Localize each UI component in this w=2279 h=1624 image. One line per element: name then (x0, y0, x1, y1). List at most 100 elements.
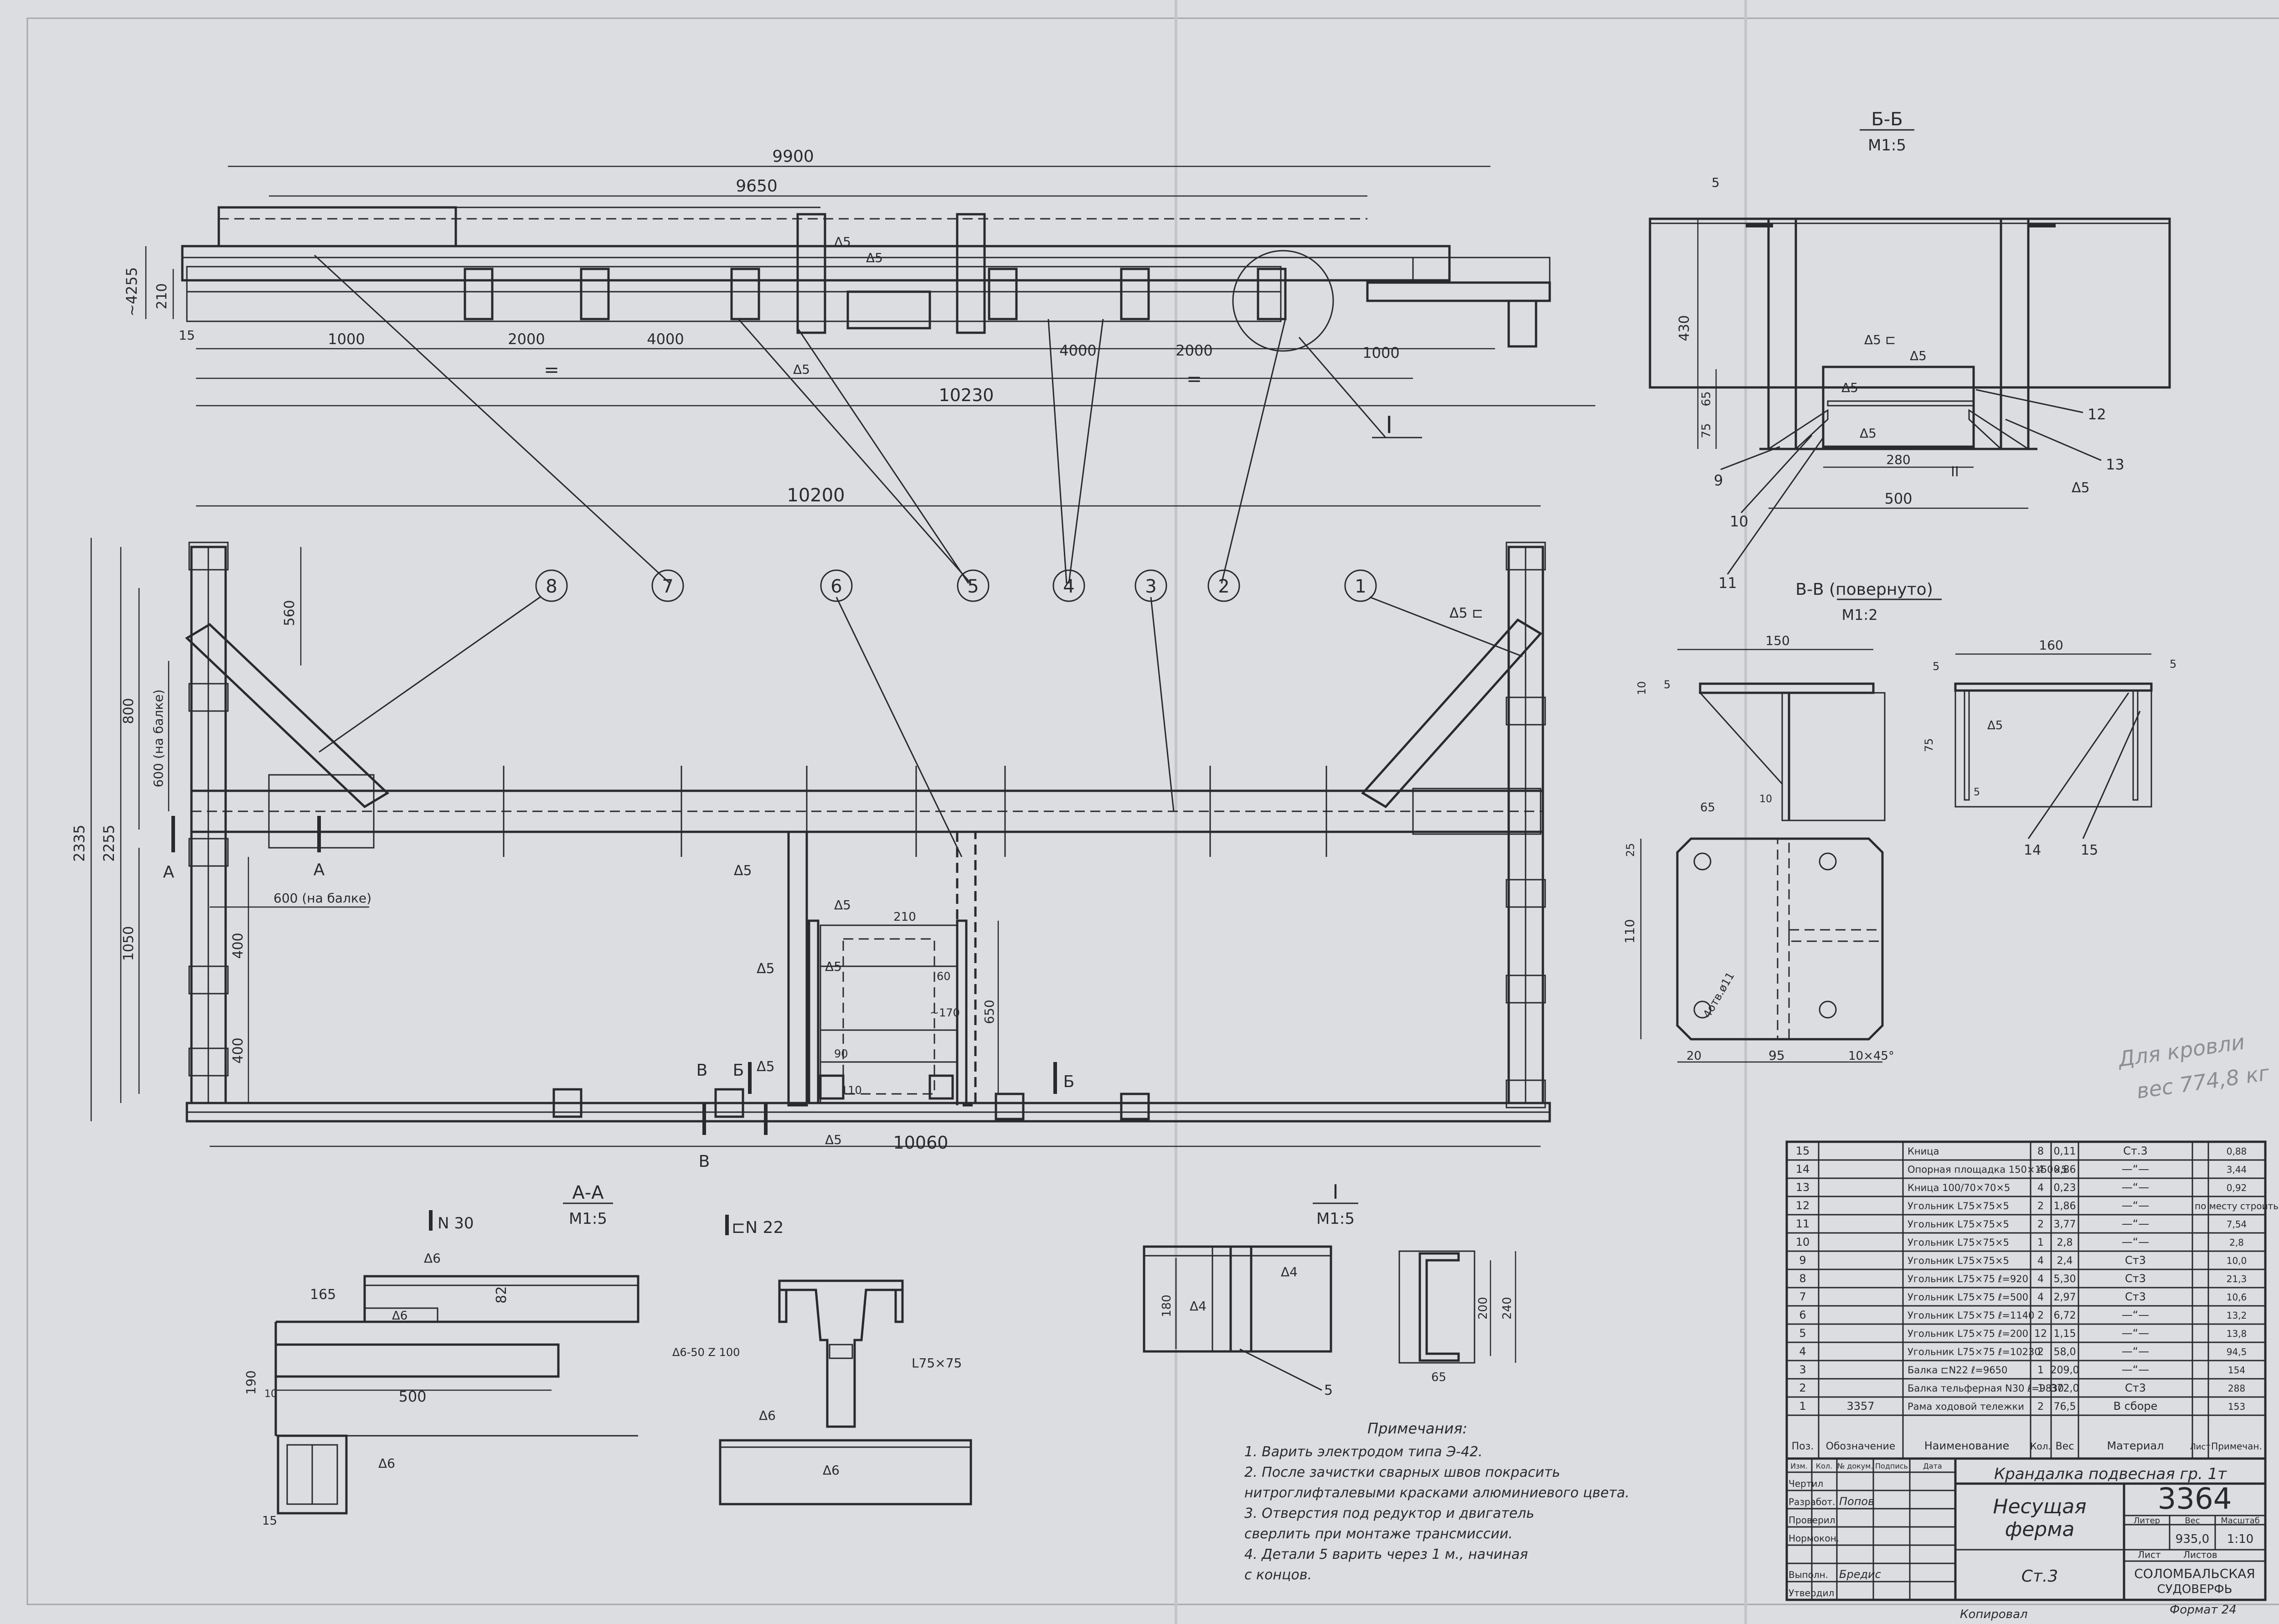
tb-copied: Копировал (1960, 1608, 2028, 1621)
det-weld-1: Δ4 (1281, 1264, 1298, 1279)
aa-dim-500: 500 (398, 1388, 426, 1405)
vv-dim-150: 150 (1765, 633, 1789, 648)
bom-cell-pos: 2 (1799, 1382, 1806, 1394)
bom-cell-des: 3357 (1846, 1400, 1874, 1413)
bom-cell-qty: 4 (2037, 1164, 2044, 1175)
tb-drawing-no: 3364 (2158, 1482, 2232, 1516)
vv-dim-10: 10 (1635, 681, 1648, 695)
elev-dim-400a: 400 (230, 933, 246, 959)
bom-cell-wt: 6,72 (2054, 1310, 2076, 1321)
bom-cell-pos: 9 (1799, 1254, 1806, 1267)
plan-dim-210: 210 (154, 283, 170, 309)
n22-weld-2: Δ6 (823, 1463, 840, 1478)
det-dim-65: 65 (1431, 1371, 1446, 1384)
balloon-6: 6 (830, 576, 842, 597)
bom-cell-pos: 1 (1799, 1400, 1806, 1413)
bb-leader-10: 10 (1730, 513, 1748, 530)
bom-cell-wt: 2,4 (2057, 1255, 2073, 1267)
vv-dim-110: 110 (1622, 919, 1637, 943)
plan-dim-4255: ~4255 (123, 267, 140, 316)
bom-cell-qty: 12 (2034, 1328, 2047, 1340)
note-2b: нитроглифталевыми красками алюминиевого … (1244, 1485, 1629, 1501)
vv-dim-160: 160 (2039, 638, 2063, 653)
tb-scale: 1:10 (2227, 1532, 2253, 1546)
elev-dim-60: 60 (937, 970, 951, 983)
balloon-7: 7 (662, 576, 673, 597)
bom-cell-mat: —“— (2122, 1217, 2149, 1230)
elev-dim-10060: 10060 (893, 1133, 949, 1153)
bb-weld-5: Δ5 (2072, 480, 2090, 496)
bom-cell-pos: 12 (1796, 1199, 1810, 1212)
plan-dim-15: 15 (179, 328, 195, 343)
balloon-5: 5 (967, 576, 979, 597)
tb-hdr-scale: Масштаб (2221, 1516, 2260, 1526)
note-2: 2. После зачистки сварных швов покрасить (1244, 1464, 1560, 1480)
bom-cell-name: Угольник L75×75×5 (1908, 1201, 2009, 1212)
bom-cell-mat: —“— (2122, 1345, 2149, 1358)
handwritten-line-2: вес 774,8 кг (2135, 1060, 2271, 1103)
elev-dim-600a: 600 (на балке) (151, 689, 166, 787)
tb-org-2: СУДОВЕРФЬ (2157, 1583, 2233, 1596)
bom-cell-wt: 5,30 (2054, 1273, 2076, 1285)
bom-cell-mat: —“— (2122, 1181, 2149, 1194)
elev-dim-400b: 400 (230, 1037, 246, 1063)
bom-cell-wt: 58,0 (2054, 1346, 2076, 1358)
plan-dim-2000b: 2000 (1176, 342, 1212, 359)
balloon-2: 2 (1218, 576, 1229, 597)
section-n22: ⊏N 22 Δ6-50 Z 100 L75×75 Δ6 Δ6 (672, 1215, 972, 1505)
bom-cell-qty: 4 (2037, 1182, 2044, 1194)
vv-dim-20: 20 (1686, 1049, 1702, 1063)
bb-leader-13: 13 (2106, 456, 2124, 473)
handwritten-note: Для кровли вес 774,8 кг (2116, 1030, 2271, 1103)
aa-title: А-А (572, 1182, 604, 1203)
bom-cell-pos: 14 (1796, 1163, 1810, 1175)
bom-hdr-des: Обозначение (1826, 1441, 1896, 1452)
bom-cell-mat: —“— (2122, 1163, 2149, 1175)
bom-cell-note: 153 (2228, 1401, 2245, 1412)
handwritten-line-1: Для кровли (2116, 1030, 2246, 1072)
bom-hdr-sheet: Лист (2190, 1442, 2211, 1452)
vv-dim-10b: 10 (1759, 794, 1772, 805)
plan-detail-mark: I (1386, 412, 1392, 439)
vv-title: В-В (повернуто) (1795, 580, 1933, 599)
bom-cell-note: 10,0 (2227, 1255, 2247, 1266)
bom-cell-name: Балка тельферная N30 ℓ=9830 (1908, 1383, 2064, 1394)
bom-cell-name: Угольник L75×75×5 (1908, 1255, 2009, 1266)
bom-cell-pos: 5 (1799, 1327, 1806, 1340)
plan-dim-9650: 9650 (736, 177, 778, 196)
bom-cell-note: 154 (2228, 1365, 2245, 1376)
elev-dim-560: 560 (282, 600, 298, 626)
elev-sect-a2: A (314, 861, 325, 879)
bom-cell-mat: Ст.3 (2123, 1145, 2148, 1157)
bom-cell-name: Кница (1908, 1146, 1939, 1157)
bom-cell-name: Рама ходовой тележки (1908, 1401, 2024, 1412)
plan-weld-3: Δ5 (793, 362, 810, 377)
vv-chamfer: 10×45° (1848, 1049, 1894, 1063)
bom-cell-pos: 15 (1796, 1145, 1810, 1157)
n22-weld-1: Δ6 (759, 1408, 776, 1423)
vv-leader-14: 14 (2024, 842, 2041, 858)
tb-sheets: Листов (2183, 1549, 2217, 1560)
bb-dim-430: 430 (1676, 315, 1692, 341)
det-weld-2: Δ4 (1190, 1299, 1207, 1314)
tb-person-role-2: Проверил (1789, 1515, 1836, 1526)
aa-weld-2: Δ6 (392, 1309, 407, 1323)
bom-cell-pos: 3 (1799, 1363, 1806, 1376)
det-dim-200: 200 (1476, 1297, 1490, 1320)
tb-assembly: Крандалка подвесная гр. 1т (1994, 1465, 2227, 1483)
balloon-4: 4 (1063, 576, 1074, 597)
bom-cell-qty: 1 (2037, 1237, 2044, 1248)
elev-weld-1: Δ5 ⊏ (1449, 605, 1483, 621)
plan-weld-1: Δ5 (834, 234, 851, 249)
bom-hdr-qty: Кол. (2030, 1441, 2051, 1452)
balloons: 8 7 6 5 4 3 2 1 (535, 569, 1377, 602)
detail-i: I М1:5 180 Δ4 Δ4 5 200 240 65 (1143, 1181, 1516, 1398)
bom-hdr-name: Наименование (1924, 1439, 2010, 1452)
aa-weld-3: Δ6 (378, 1456, 395, 1471)
balloon-8: 8 (546, 576, 557, 597)
n22-profile: ⊏N 22 (732, 1218, 784, 1237)
